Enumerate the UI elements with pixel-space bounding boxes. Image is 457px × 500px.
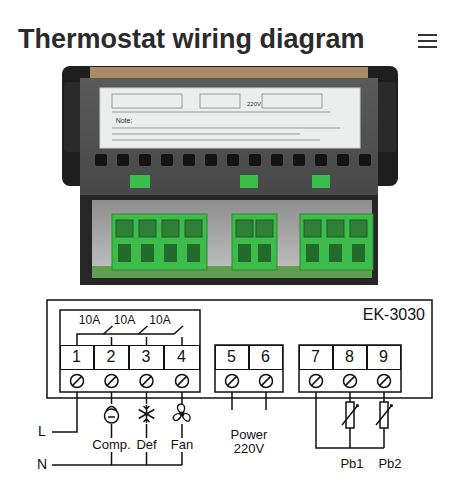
- load-label: Comp.: [90, 438, 132, 452]
- defrost-icon: [139, 405, 155, 423]
- vent-hole: [205, 154, 217, 166]
- terminal-screw: [344, 375, 357, 388]
- terminal-screw-hole: [236, 220, 253, 237]
- terminal-number: 6: [261, 348, 275, 366]
- wire-slot: [258, 244, 271, 262]
- thermostat-photo: [62, 66, 398, 285]
- terminal-screw-hole: [139, 220, 156, 237]
- probe-label: Pb2: [378, 457, 401, 471]
- probe-label: Pb1: [340, 457, 363, 471]
- load-label: Def: [134, 438, 158, 452]
- relay-rating: 10A: [114, 314, 135, 327]
- vent-hole: [95, 154, 107, 166]
- menu-icon: [418, 35, 437, 47]
- terminal-cell: 2: [94, 345, 129, 370]
- terminal-number: 5: [227, 348, 241, 366]
- wire-slot: [329, 244, 342, 262]
- vent-hole: [271, 154, 283, 166]
- page-title: Thermostat wiring diagram: [18, 24, 365, 55]
- terminal-cell: 8: [333, 345, 367, 370]
- terminal-screw: [176, 375, 189, 388]
- wire-slot: [187, 244, 200, 262]
- terminal-cell: 4: [164, 345, 200, 370]
- terminal-screw-hole: [327, 220, 344, 237]
- terminal-screw-hole: [256, 220, 273, 237]
- terminal-cell: 6: [249, 345, 283, 370]
- terminal-number: 3: [142, 348, 156, 366]
- terminal-screw-hole: [350, 220, 367, 237]
- line-label: L: [38, 424, 46, 439]
- vent-hole: [183, 154, 195, 166]
- terminal-number: 1: [72, 348, 86, 366]
- terminal-screw: [378, 375, 391, 388]
- wire-slot: [164, 244, 177, 262]
- vent-hole: [249, 154, 261, 166]
- wiring: [47, 300, 432, 465]
- terminal-number: 2: [107, 348, 121, 366]
- vent-hole: [117, 154, 129, 166]
- terminal-cell: 1: [60, 345, 94, 370]
- wire-slot: [352, 244, 365, 262]
- sticker-text: 220V: [247, 101, 261, 108]
- terminal-number: 7: [311, 348, 325, 366]
- terminal-screw: [71, 375, 84, 388]
- power-label: Power 220V: [221, 428, 277, 457]
- vent-hole: [293, 154, 305, 166]
- terminal-screw-hole: [304, 220, 321, 237]
- terminal-cell: 5: [215, 345, 249, 370]
- relay-rating: 10A: [79, 314, 100, 327]
- wire-slot: [141, 244, 154, 262]
- terminal-number: 9: [379, 348, 393, 366]
- terminal-screw: [310, 375, 323, 388]
- terminal-screw-hole: [116, 220, 133, 237]
- fan-icon: [173, 404, 190, 421]
- wire-slot: [118, 244, 131, 262]
- wire-slot: [238, 244, 251, 262]
- compressor-icon: [105, 407, 119, 424]
- vent-hole: [161, 154, 173, 166]
- vent-hole: [139, 154, 151, 166]
- vent-hole: [227, 154, 239, 166]
- model-name: EK-3030: [363, 306, 425, 324]
- terminal-screw: [226, 375, 239, 388]
- relay-rating: 10A: [149, 314, 170, 327]
- vent-hole: [315, 154, 327, 166]
- wire-slot: [306, 244, 319, 262]
- vent-hole: [359, 154, 371, 166]
- sticker-text: Note:: [116, 117, 133, 125]
- terminal-screw: [105, 375, 118, 388]
- line-label: N: [37, 457, 47, 472]
- vent-hole: [337, 154, 349, 166]
- terminal-screw: [260, 375, 273, 388]
- terminal-number: 8: [345, 348, 359, 366]
- terminal-cell: 7: [299, 345, 333, 370]
- terminal-screw-hole: [162, 220, 179, 237]
- terminal-screw-hole: [185, 220, 202, 237]
- terminal-cell: 9: [367, 345, 401, 370]
- terminal-number: 4: [177, 348, 192, 366]
- terminal-cell: 3: [129, 345, 164, 370]
- terminal-screw: [140, 375, 153, 388]
- load-label: Fan: [169, 438, 195, 452]
